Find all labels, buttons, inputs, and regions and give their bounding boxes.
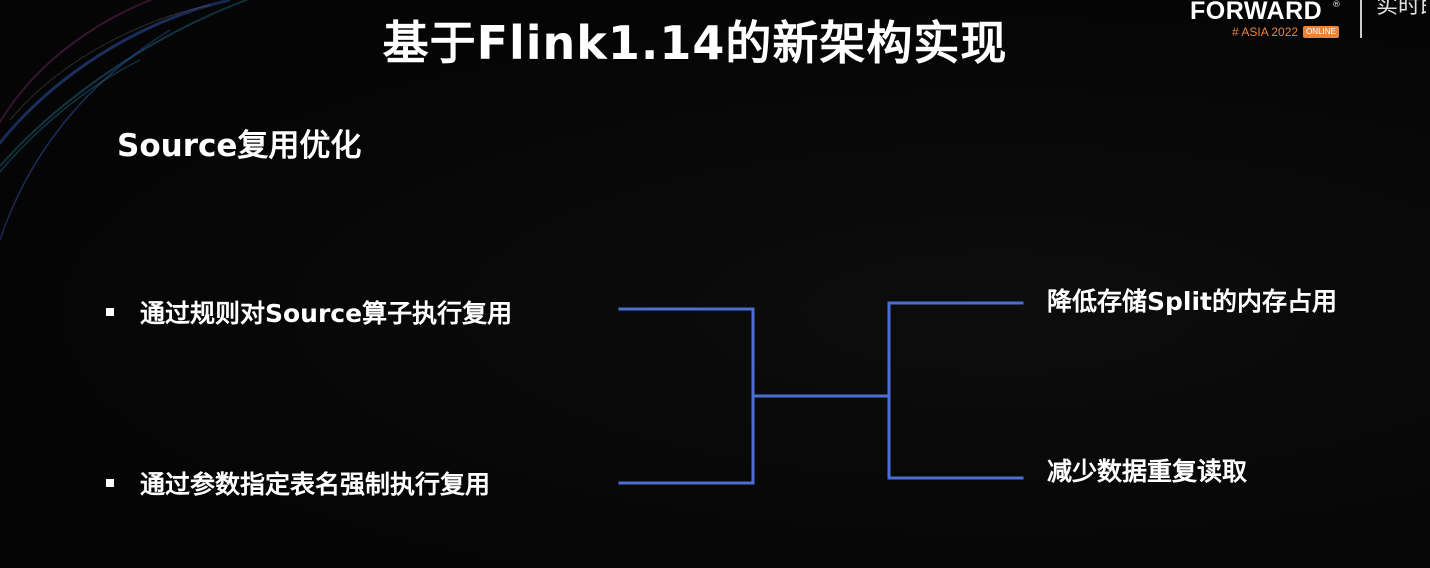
registered-mark: ®: [1332, 0, 1341, 10]
bullet-item: 通过规则对Source算子执行复用: [106, 292, 512, 332]
bullet-square-icon: [106, 479, 114, 487]
logo-slogan: 实时即未来: [1376, 0, 1426, 19]
section-subtitle: Source复用优化: [117, 128, 362, 164]
forward-logo: FORWARD ® # ASIA 2022 ONLINE: [1184, 0, 1354, 44]
bracket-left-top: [618, 307, 755, 398]
bracket-right-bottom: [887, 394, 1024, 480]
bullet-item: 通过参数指定表名强制执行复用: [106, 463, 490, 503]
bracket-right-top: [887, 301, 1024, 398]
logo-subtitle: # ASIA 2022 ONLINE: [1232, 24, 1339, 40]
slide-title: 基于Flink1.14的新架构实现: [382, 16, 1008, 70]
bullet-text: 通过规则对Source算子执行复用: [140, 299, 513, 328]
logo-subtitle-text: # ASIA 2022: [1232, 25, 1299, 39]
online-badge: ONLINE: [1303, 26, 1339, 38]
bullet-text: 通过参数指定表名强制执行复用: [140, 470, 491, 499]
bullet-square-icon: [106, 308, 114, 316]
result-text: 降低存储Split的内存占用: [1047, 287, 1337, 316]
bracket-left-bottom: [618, 394, 755, 485]
logo-word: FORWARD: [1190, 0, 1323, 25]
result-text: 减少数据重复读取: [1047, 457, 1248, 486]
logo-divider: [1360, 0, 1362, 38]
